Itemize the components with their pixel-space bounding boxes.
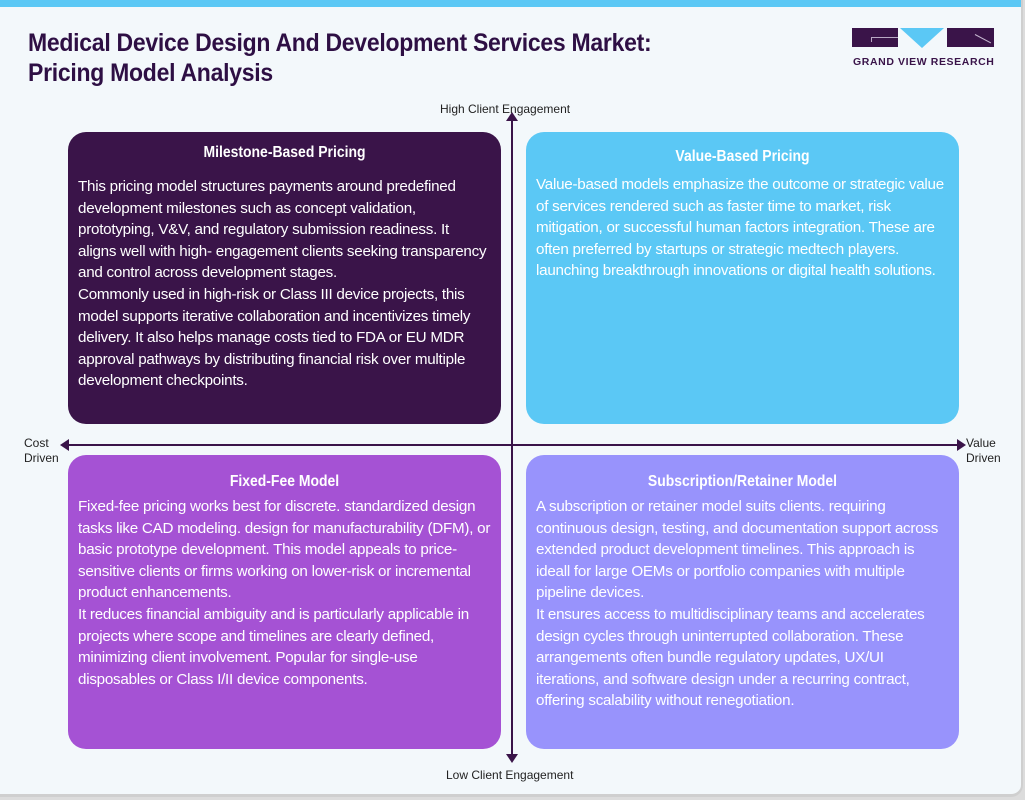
- logo-v-triangle-icon: [900, 28, 944, 48]
- vertical-axis-line: [511, 118, 513, 758]
- page-title: Medical Device Design And Development Se…: [28, 29, 652, 87]
- grand-view-research-logo: GRAND VIEW RESEARCH: [852, 25, 997, 70]
- quadrant-title: Milestone-Based Pricing: [203, 144, 366, 161]
- quadrant-title: Subscription/Retainer Model: [647, 473, 838, 490]
- arrow-up-icon: [506, 112, 518, 121]
- quadrant-body: Value-based models emphasize the outcome…: [536, 176, 944, 280]
- logo-g-block-icon: [852, 28, 898, 47]
- horizontal-axis-line: [66, 444, 958, 446]
- arrow-down-icon: [506, 754, 518, 763]
- axis-label-high-engagement: High Client Engagement: [440, 102, 571, 116]
- quadrant-value-based-pricing: Value-Based Pricing Value-based models e…: [526, 132, 959, 424]
- quadrant-fixed-fee-model: Fixed-Fee Model Fixed-fee pricing works …: [68, 455, 501, 749]
- quadrant-title: Fixed-Fee Model: [229, 473, 340, 490]
- axis-label-low-engagement: Low Client Engagement: [446, 768, 574, 782]
- top-accent-bar: [0, 0, 1021, 7]
- quadrant-body: A subscription or retainer model suits c…: [536, 498, 939, 710]
- quadrant-title: Value-Based Pricing: [675, 148, 810, 165]
- quadrant-body: This pricing model structures payments a…: [78, 178, 487, 390]
- quadrant-subscription-retainer-model: Subscription/Retainer Model A subscripti…: [526, 455, 959, 749]
- arrow-right-icon: [957, 439, 966, 451]
- quadrant-milestone-based-pricing: Milestone-Based Pricing This pricing mod…: [68, 132, 501, 424]
- logo-r-block-icon: [947, 28, 994, 47]
- logo-text: GRAND VIEW RESEARCH: [853, 56, 995, 68]
- arrow-left-icon: [60, 439, 69, 451]
- quadrant-body: Fixed-fee pricing works best for discret…: [78, 498, 491, 688]
- logo-mark-icon: [852, 25, 997, 49]
